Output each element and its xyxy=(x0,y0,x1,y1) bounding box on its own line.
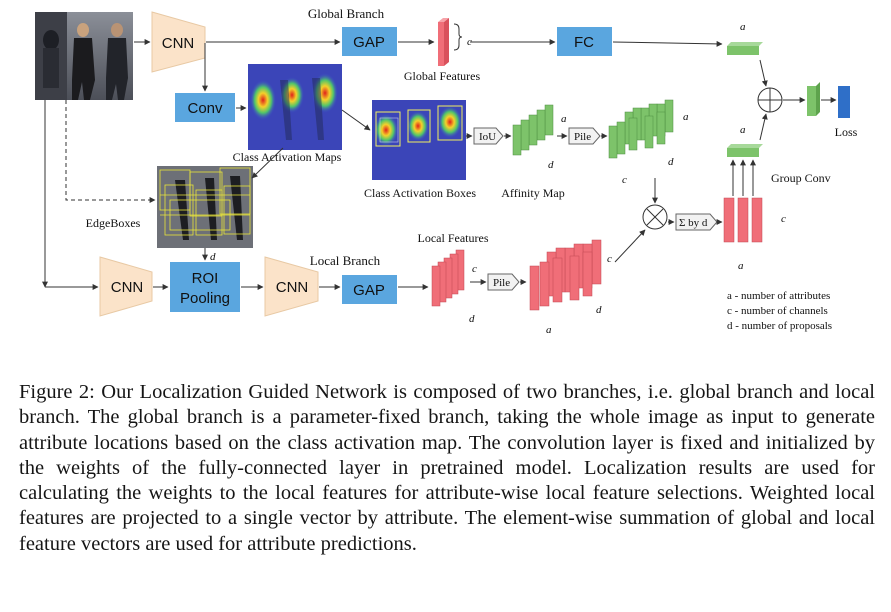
legend-channels: c - number of channels xyxy=(727,305,828,317)
pile-tag-affinity xyxy=(568,127,601,145)
piled-local-dim-a: a xyxy=(546,324,552,336)
sum-by-d-tag xyxy=(675,213,718,231)
pile-label-local: Pile xyxy=(493,277,510,289)
edgeboxes-image xyxy=(157,166,253,248)
affinity-map-stack xyxy=(512,104,554,156)
figure-caption: Figure 2: Our Localization Guided Networ… xyxy=(19,381,875,555)
class-activation-boxes-label: Class Activation Boxes xyxy=(364,186,476,200)
affinity-map-label: Affinity Map xyxy=(501,186,564,200)
class-activation-boxes-image xyxy=(372,100,466,180)
fc-dim-a: a xyxy=(740,21,746,33)
architecture-diagram: CNN CNN CNN GAP FC Conv ROI Pooling GAP … xyxy=(35,6,858,336)
summed-local-features xyxy=(723,197,763,243)
gap-local-label: GAP xyxy=(353,282,385,299)
cnn-local-2 xyxy=(264,256,319,317)
global-features-label: Global Features xyxy=(404,69,481,83)
local-dim-d: d xyxy=(469,313,475,325)
pile-label-affinity: Pile xyxy=(574,131,591,143)
global-feature-vector xyxy=(438,18,449,66)
edgeboxes-dim-d: d xyxy=(210,251,216,263)
elementwise-sum-icon xyxy=(757,87,783,113)
summed-dim-c: c xyxy=(781,213,786,225)
global-fc-output xyxy=(727,42,763,55)
local-features-label: Local Features xyxy=(418,231,489,245)
connection-arrows xyxy=(42,39,837,290)
fc-block xyxy=(557,27,612,56)
elementwise-product-icon xyxy=(642,204,668,230)
cnn-global-label: CNN xyxy=(162,35,195,52)
legend-attributes: a - number of attributes xyxy=(727,290,830,302)
affinity-dim-a: a xyxy=(561,113,567,125)
conv-block xyxy=(175,93,235,122)
local-features-stack xyxy=(431,249,465,307)
group-conv-output xyxy=(727,144,763,157)
roi-pooling-block xyxy=(170,262,240,312)
edgeboxes-dashed-arrow xyxy=(65,100,156,203)
gap-local-block xyxy=(342,275,397,304)
pile-tag-local xyxy=(487,273,520,291)
piled-affinity-stack xyxy=(608,99,674,159)
conv-label: Conv xyxy=(187,100,223,117)
prediction-vector xyxy=(807,82,820,116)
piled-local-dim-d: d xyxy=(596,304,602,316)
fc-label: FC xyxy=(574,34,594,51)
global-branch-title: Global Branch xyxy=(308,6,385,21)
sum-by-d-label: Σ by d xyxy=(679,217,708,229)
roi-label-2: Pooling xyxy=(180,290,230,307)
edgeboxes-label: EdgeBoxes xyxy=(86,216,141,230)
loss-block xyxy=(838,86,850,118)
loss-label: Loss xyxy=(835,125,858,139)
cnn-local-2-label: CNN xyxy=(276,279,309,296)
piled-local-dim-c: c xyxy=(607,253,612,265)
legend-proposals: d - number of proposals xyxy=(727,320,832,332)
piled-local-stack xyxy=(529,239,602,311)
input-image xyxy=(35,12,133,100)
group-conv-dim-a: a xyxy=(740,124,746,136)
cnn-local-1 xyxy=(99,256,153,317)
piled-dim-a: a xyxy=(683,111,689,123)
class-activation-maps-image xyxy=(248,64,342,150)
iou-label: IoU xyxy=(479,131,496,143)
iou-tag xyxy=(473,127,504,145)
cnn-local-1-label: CNN xyxy=(111,279,144,296)
affinity-dim-d: d xyxy=(548,159,554,171)
group-conv-label: Group Conv xyxy=(771,171,831,185)
local-dim-c: c xyxy=(472,263,477,275)
roi-label-1: ROI xyxy=(192,270,219,287)
gap-global-block xyxy=(342,27,397,56)
class-activation-maps-label: Class Activation Maps xyxy=(233,150,342,164)
piled-dim-d: d xyxy=(668,156,674,168)
piled-dim-c: c xyxy=(622,174,627,186)
summed-dim-a: a xyxy=(738,260,744,272)
gap-global-label: GAP xyxy=(353,34,385,51)
local-branch-title: Local Branch xyxy=(310,253,381,268)
global-dim-c: c xyxy=(467,36,472,48)
